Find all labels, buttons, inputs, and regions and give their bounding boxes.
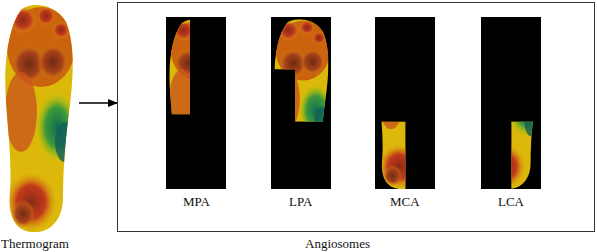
region-label: MPA (183, 194, 210, 209)
flow-arrow (79, 102, 117, 103)
angiosome-panel: AngiosomesMPALPAMCALCA (117, 2, 595, 232)
figure-caption: Thermogram (1, 236, 69, 251)
foot-thermogram (481, 17, 541, 189)
region-label: LPA (289, 194, 312, 209)
foot-thermogram (375, 17, 435, 189)
region-label: LCA (498, 194, 524, 209)
angiosome-image: LCA (481, 17, 541, 189)
foot-thermogram (271, 17, 331, 189)
angiosome-image: MPA (166, 17, 226, 189)
foot-thermogram (1, 2, 76, 232)
foot-thermogram (166, 17, 226, 189)
figure-caption: Angiosomes (305, 236, 370, 251)
thermogram-image: Thermogram (1, 2, 76, 232)
angiosome-image: LPA (271, 17, 331, 189)
angiosome-image: MCA (375, 17, 435, 189)
region-label: MCA (390, 194, 420, 209)
